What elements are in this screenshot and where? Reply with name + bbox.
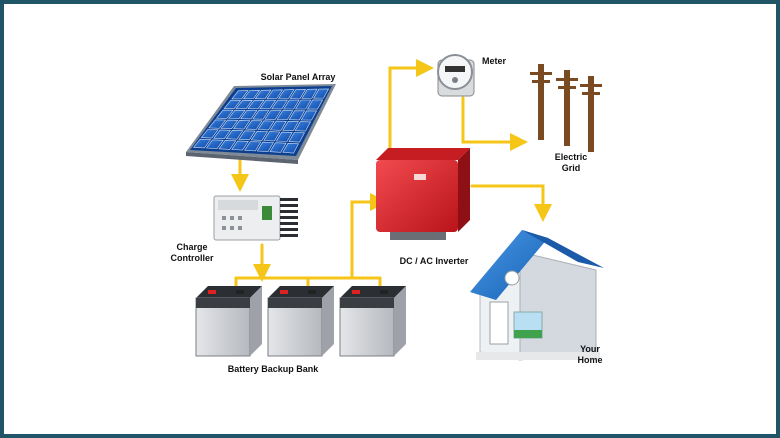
solar-cell (256, 141, 274, 152)
charge-controller-icon (213, 195, 298, 241)
utility-pole-icon (530, 64, 552, 140)
solar-cell (271, 99, 288, 110)
utility-pole-icon (556, 70, 578, 146)
solar-cell (245, 120, 263, 130)
solar-panel-icon (186, 84, 336, 164)
battery-icon (339, 286, 406, 357)
solar-cell (240, 109, 258, 120)
solar-cell (231, 140, 249, 151)
solar-cell (218, 139, 237, 150)
battery-icon (195, 286, 262, 357)
solar-cell (295, 99, 312, 110)
solar-cell (225, 129, 244, 140)
solar-cell (264, 110, 282, 120)
solar-cell (282, 142, 299, 154)
solar-cell (313, 88, 330, 99)
solar-cell (288, 110, 306, 121)
solar-cell (244, 141, 262, 152)
battery-icon (267, 286, 334, 357)
solar-cell (289, 89, 307, 99)
solar-cell (266, 89, 284, 99)
solar-cell (283, 99, 300, 110)
label-battery-backup-bank: Battery Backup Bank (227, 364, 319, 374)
label-your-home: Your Home (577, 344, 603, 365)
solar-cell (231, 90, 249, 100)
solar-cell (215, 109, 234, 119)
label-charge-controller: Charge Controller (170, 242, 214, 263)
solar-cell (276, 110, 294, 120)
solar-cell (257, 120, 275, 131)
solar-cell (294, 121, 311, 132)
solar-cell (306, 99, 324, 110)
label-meter: Meter (481, 56, 506, 66)
label-electric-grid: Electric Grid (554, 152, 588, 173)
solar-cell (223, 100, 242, 109)
connector-meter-to-grid (461, 96, 528, 151)
electric-meter-icon (437, 54, 475, 97)
connector-batteries-to-inverter (350, 193, 388, 280)
solar-cell (301, 88, 318, 99)
solar-cell (247, 99, 265, 110)
solar-cell (235, 99, 253, 110)
solar-cell (278, 89, 295, 99)
solar-cell (242, 89, 261, 100)
solar-cell (263, 131, 281, 142)
utility-poles (530, 64, 602, 152)
solar-cell (238, 130, 256, 141)
solar-cell (269, 142, 287, 153)
solar-cell (200, 129, 219, 139)
solar-cell (220, 119, 239, 130)
solar-cell (228, 109, 246, 120)
label-inverter: DC / AC Inverter (399, 256, 469, 266)
solar-cell (275, 131, 293, 142)
solar-cell (208, 119, 227, 129)
utility-pole-icon (580, 76, 602, 152)
solar-cell (250, 130, 269, 141)
house-icon (470, 230, 604, 361)
solar-cell (282, 121, 299, 132)
solar-cell (269, 120, 287, 131)
connector-inverter-to-home (470, 184, 552, 222)
solar-cell (288, 132, 305, 143)
solar-cell (193, 138, 212, 149)
inverter-icon (376, 148, 470, 240)
solar-cell (259, 99, 277, 110)
solar-cell (233, 119, 251, 130)
solar-cell (213, 129, 231, 140)
solar-cell (254, 89, 272, 100)
connector-lines (231, 59, 552, 292)
label-solar-panel-array: Solar Panel Array (260, 72, 336, 82)
solar-cell (300, 110, 318, 121)
solar-cell (252, 110, 270, 120)
solar-cell (205, 139, 224, 149)
connector-inverter-to-meter (388, 59, 434, 150)
battery-bank (195, 286, 406, 357)
